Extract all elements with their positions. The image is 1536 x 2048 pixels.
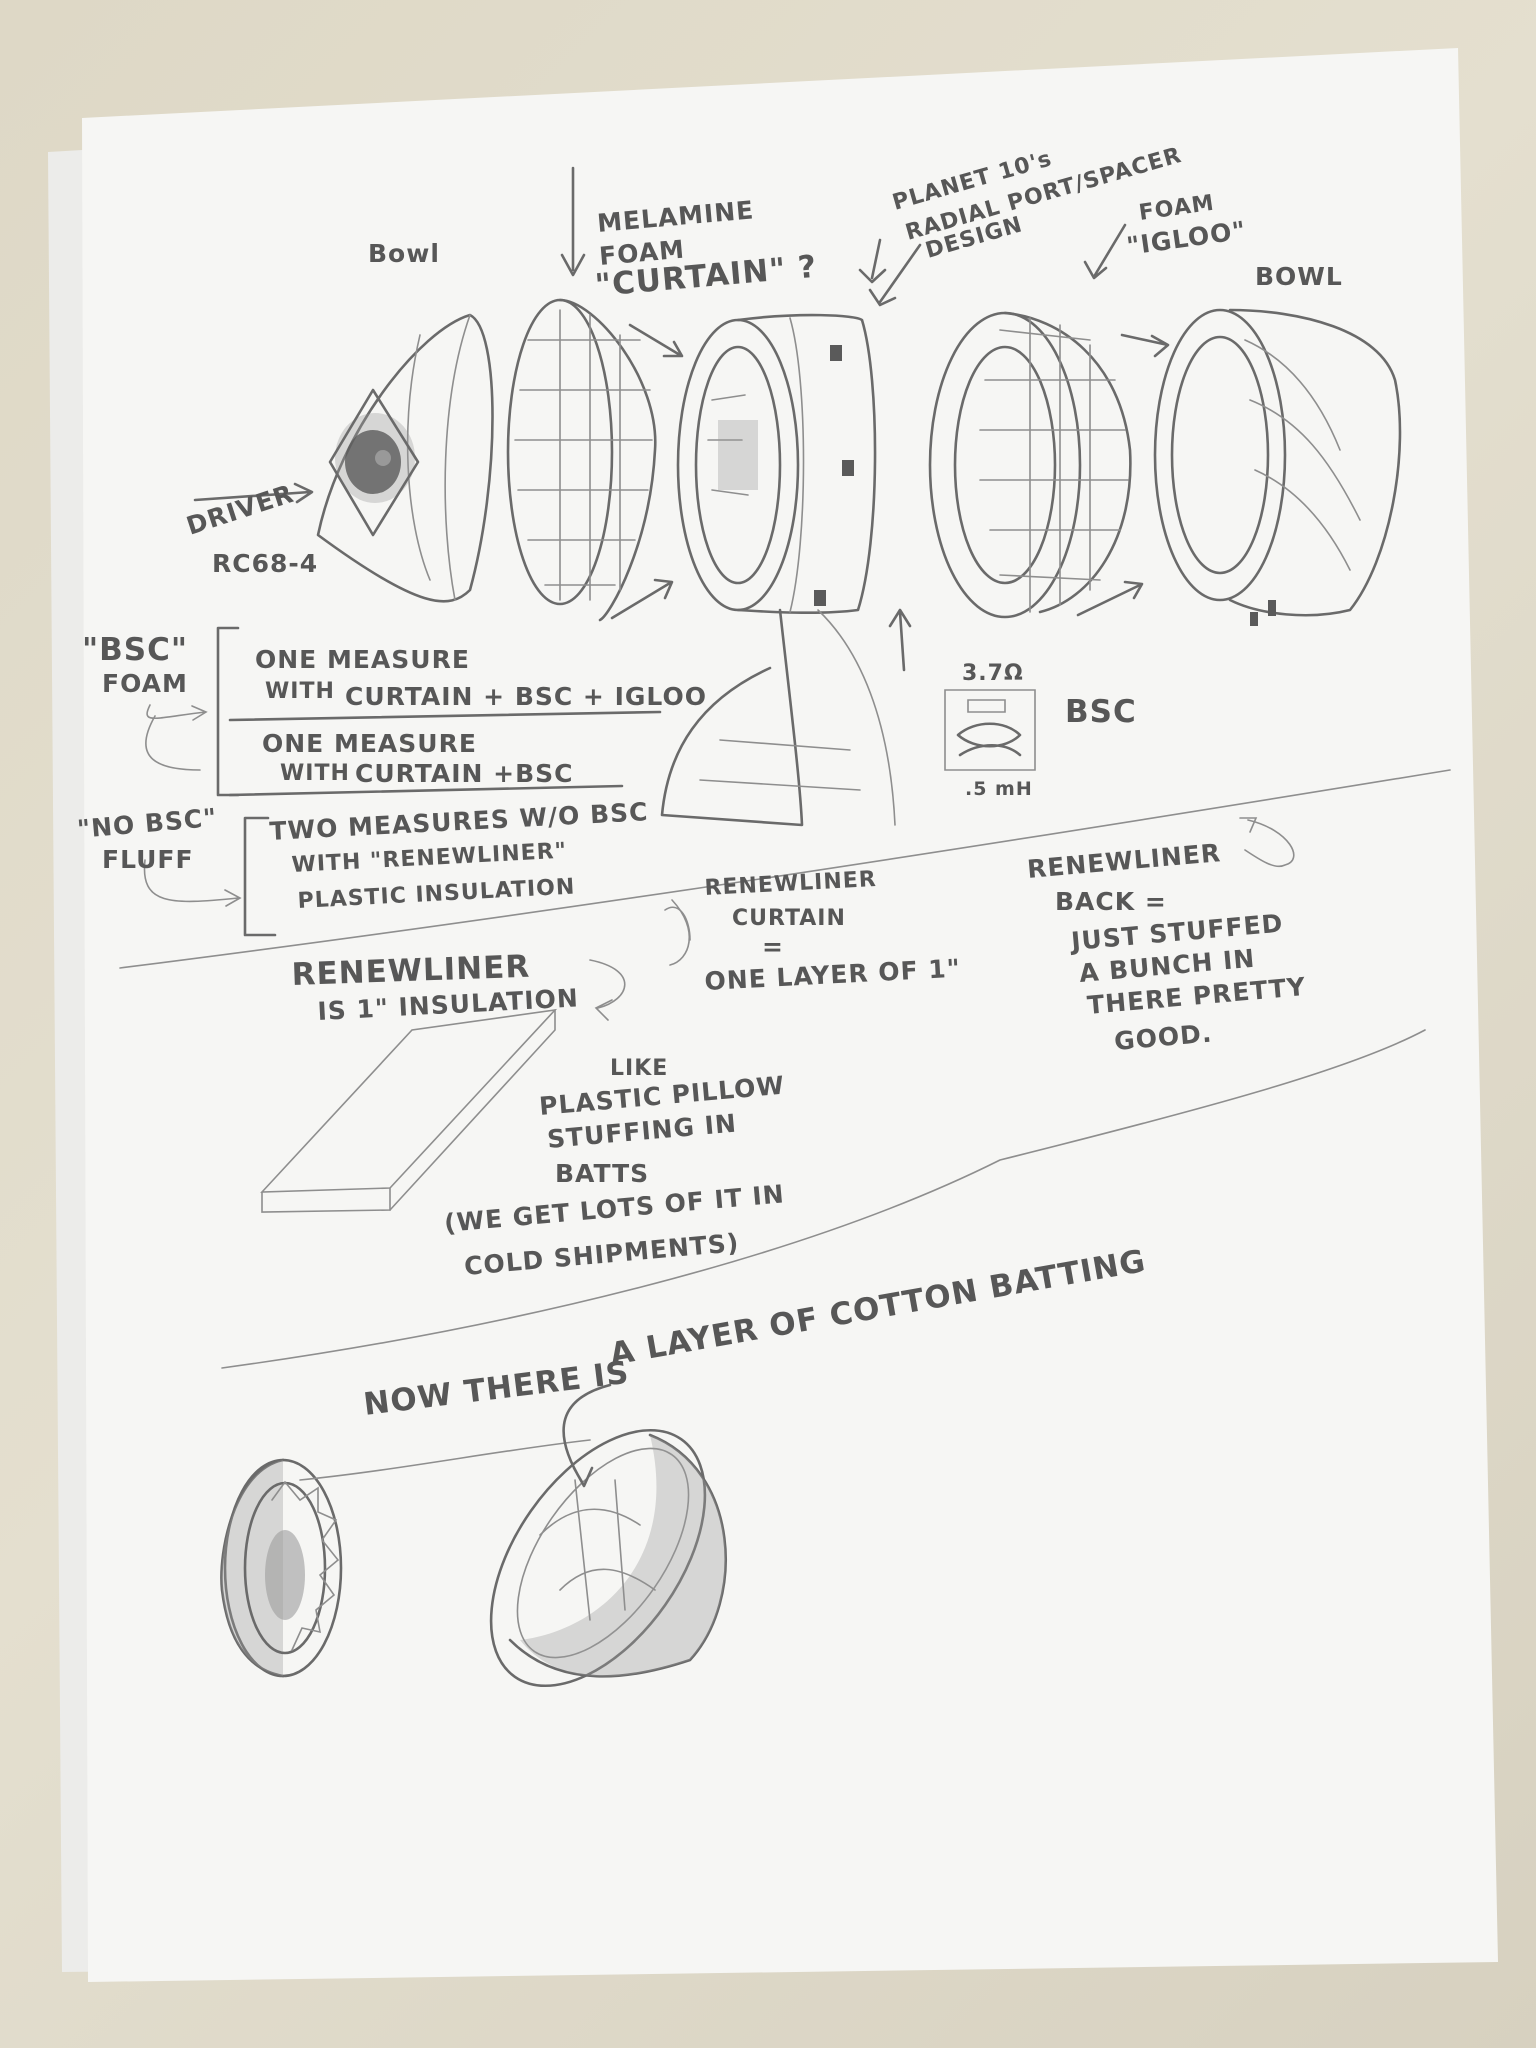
measure-brackets <box>143 626 662 937</box>
foam-igloo-drawing <box>928 311 1132 619</box>
measure1-line2: WITH <box>265 679 335 704</box>
diagram-arrows <box>193 166 1170 672</box>
measure2-line1: ONE MEASURE <box>262 729 477 758</box>
front-bowl-drawing <box>316 313 494 603</box>
insulation-slab-drawing <box>260 817 1295 1213</box>
bsc-inductor-value: .5 mH <box>965 778 1033 800</box>
bsc-resistor-value: 3.7Ω <box>962 661 1024 686</box>
no-bsc-label-2: FLUFF <box>102 845 194 874</box>
renewliner-curtain-2: CURTAIN <box>732 906 846 931</box>
bsc-label: BSC <box>1065 694 1137 730</box>
radial-spacer-drawing <box>660 313 896 827</box>
measure1-line3: CURTAIN + BSC + IGLOO <box>345 682 707 711</box>
measure1-line1: ONE MEASURE <box>255 645 470 674</box>
paper-sheet <box>82 48 1498 1982</box>
driver-model-label: RC68-4 <box>212 549 318 578</box>
measure2-line3: CURTAIN +BSC <box>355 759 574 788</box>
bsc-foam-label-1: "BSC" <box>82 632 188 668</box>
pillow-note-1: LIKE <box>610 1056 668 1081</box>
bsc-circuit-drawing <box>944 689 1036 771</box>
rear-bowl-drawing <box>1153 308 1402 626</box>
cotton-batting-drawing <box>220 1383 727 1688</box>
insulation-note-1: RENEWLINER <box>291 949 531 993</box>
bowl-right-label: BOWL <box>1255 262 1343 291</box>
curtain-disk-drawing <box>506 298 657 622</box>
renewliner-back-2: BACK = <box>1055 887 1167 916</box>
renewliner-curtain-3: = <box>762 932 784 961</box>
measure2-line2: WITH <box>280 761 350 786</box>
pillow-note-4: BATTS <box>555 1159 649 1188</box>
section-dividers <box>119 769 1451 1369</box>
bsc-foam-label-2: FOAM <box>102 669 188 698</box>
bowl-left-label: Bowl <box>368 239 440 268</box>
